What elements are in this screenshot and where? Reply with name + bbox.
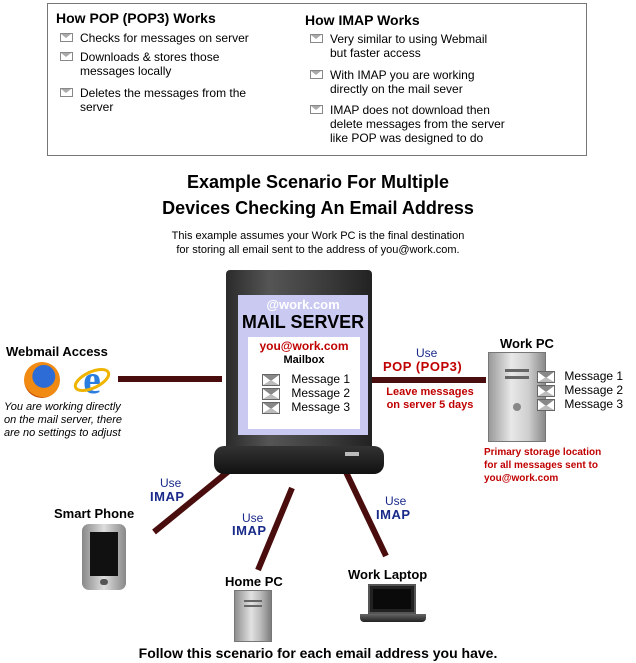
home-pc-label: Home PC: [225, 574, 283, 589]
smart-phone-icon: [82, 524, 126, 590]
imap-bullet-1: Very similar to using Webmail but faster…: [310, 32, 550, 62]
imap-bullet-3: IMAP does not download then delete messa…: [310, 103, 580, 147]
webmail-link: [118, 376, 222, 382]
internet-explorer-icon: e: [72, 357, 112, 402]
pop-use-label: Use: [416, 346, 438, 360]
home-pc-link: [255, 486, 295, 572]
laptop-link: [342, 468, 389, 558]
work-pc-messages: Message 1 Message 2 Message 3: [537, 369, 623, 411]
home-pc-tower-icon: [234, 590, 272, 642]
work-laptop-base: [360, 614, 426, 622]
imap-bullet-2: With IMAP you are working directly on th…: [310, 68, 550, 98]
home-pc-use-label: Use: [242, 511, 264, 525]
imap-heading: How IMAP Works: [305, 12, 420, 28]
phone-imap-label: IMAP: [150, 489, 185, 504]
envelope-icon: [262, 373, 280, 386]
pop-protocol-label: POP (POP3): [383, 359, 463, 374]
envelope-icon: [537, 370, 555, 383]
mailbox-panel: you@work.com Mailbox Message 1 Message 2…: [248, 337, 360, 429]
work-laptop-label: Work Laptop: [348, 567, 428, 582]
pop-bullet-3: Deletes the messages from the server: [60, 86, 290, 116]
work-pc-message-1: Message 1: [537, 369, 623, 383]
server-panel: @work.com MAIL SERVER you@work.com Mailb…: [238, 295, 368, 435]
envelope-icon: [60, 52, 73, 61]
subtitle-line-2: for storing all email sent to the addres…: [176, 244, 460, 256]
envelope-icon: [60, 33, 73, 42]
work-pc-note: Primary storage location for all message…: [484, 447, 602, 484]
server-domain: @work.com: [266, 297, 340, 312]
diagram-title-line-1: Example Scenario For Multiple: [186, 172, 450, 192]
smart-phone-label: Smart Phone: [54, 506, 135, 521]
work-pc-message-2: Message 2: [537, 383, 623, 397]
subtitle-line-1: This example assumes your Work PC is the…: [171, 230, 465, 242]
envelope-icon: [537, 398, 555, 411]
pop-note: Leave messages on server 5 days: [386, 386, 474, 411]
envelope-icon: [262, 387, 280, 400]
pop-heading: How POP (POP3) Works: [56, 10, 216, 26]
webmail-label: Webmail Access: [6, 344, 108, 359]
work-laptop-icon: [368, 584, 416, 614]
pop-bullet-1: Checks for messages on server: [60, 31, 280, 47]
server-base: [214, 446, 384, 474]
info-box: How POP (POP3) Works Checks for messages…: [47, 3, 587, 156]
pop-link: [368, 377, 486, 383]
envelope-icon: [60, 88, 73, 97]
server-led-icon: [345, 452, 359, 456]
footer-note: Follow this scenario for each email addr…: [138, 645, 498, 661]
server-label: MAIL SERVER: [241, 312, 365, 332]
server-message-3: Message 3: [262, 400, 350, 414]
envelope-icon: [310, 70, 323, 79]
server-email: you@work.com: [259, 339, 349, 353]
webmail-note: You are working directly on the mail ser…: [4, 401, 123, 439]
envelope-icon: [262, 401, 280, 414]
envelope-icon: [310, 34, 323, 43]
envelope-icon: [537, 384, 555, 397]
work-pc-message-3: Message 3: [537, 397, 623, 411]
diagram-title-line-2: Devices Checking An Email Address: [162, 198, 474, 218]
laptop-imap-label: IMAP: [376, 507, 411, 522]
firefox-icon: [24, 362, 60, 398]
work-pc-tower-icon: [488, 352, 546, 442]
envelope-icon: [310, 105, 323, 114]
phone-link: [152, 467, 232, 535]
phone-use-label: Use: [160, 476, 182, 490]
work-pc-label: Work PC: [500, 336, 554, 351]
svg-text:e: e: [83, 360, 101, 400]
home-pc-imap-label: IMAP: [232, 523, 267, 538]
laptop-use-label: Use: [385, 494, 407, 508]
pop-bullet-2: Downloads & stores those messages locall…: [60, 50, 280, 80]
server-message-2: Message 2: [262, 386, 350, 400]
mailbox-label: Mailbox: [283, 354, 325, 366]
server-message-1: Message 1: [262, 372, 350, 386]
